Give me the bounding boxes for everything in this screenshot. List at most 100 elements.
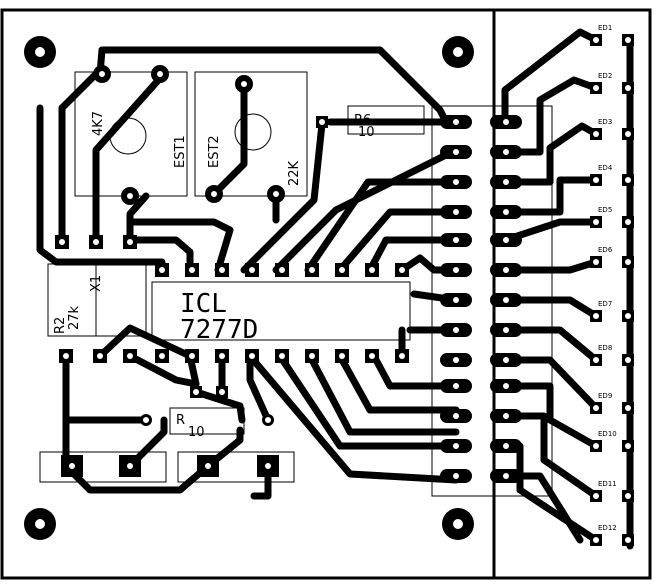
pad-hole [127,193,133,199]
pad-hole [503,383,509,389]
pads [55,34,634,546]
label-r1-value: 10 [188,425,205,440]
led-label: ED9 [598,392,612,400]
pad-hole [249,353,255,359]
pad-hole [593,85,599,91]
pad-hole [211,191,217,197]
pad-hole [127,463,133,469]
pad-hole [625,37,631,43]
pad-hole [503,327,509,333]
pad-hole [453,297,459,303]
pad-hole [503,209,509,215]
pad-hole [265,417,271,423]
pad-hole [241,81,247,87]
label-ic-name: ICL [180,289,227,319]
pad-hole [189,267,195,273]
pad-hole [625,131,631,137]
pad-hole [399,353,405,359]
led-label: ED7 [598,300,612,308]
pad-hole [157,71,163,77]
pad-hole [219,389,225,395]
pad-hole [503,267,509,273]
silkscreen [39,71,553,497]
pad-hole [593,37,599,43]
pad-hole [625,357,631,363]
pad-hole [593,493,599,499]
pad-hole [503,413,509,419]
pad-hole [369,353,375,359]
pad-hole [265,463,271,469]
pad-hole [593,405,599,411]
led-label: ED5 [598,206,612,214]
pad-hole [453,443,459,449]
pad-hole [319,119,325,125]
pad-hole [97,353,103,359]
pad-hole [625,313,631,319]
label-est2: EST2 [207,135,222,168]
pad-hole [453,413,459,419]
label-r6: R6 [354,113,371,128]
pad-hole [503,179,509,185]
label-r1: R [176,413,185,428]
pad-hole [193,389,199,395]
pad-hole [625,537,631,543]
led-label: ED11 [598,480,617,488]
pad-hole [453,473,459,479]
pad-hole [189,353,195,359]
pad-hole [453,179,459,185]
pad-hole [453,357,459,363]
led-label: ED3 [598,118,612,126]
led-label: ED2 [598,72,612,80]
pad-hole [593,259,599,265]
pad-hole [453,149,459,155]
pad-hole [309,267,315,273]
pad-hole [503,443,509,449]
pad-hole [143,417,149,423]
pad-hole [503,357,509,363]
label-r2-value: 27k [67,305,82,330]
pad-hole [593,313,599,319]
pad-hole [593,443,599,449]
pad-hole [59,239,65,245]
pad-hole [625,219,631,225]
pad-hole [593,537,599,543]
pad-hole [63,353,69,359]
pad-hole [339,267,345,273]
pad-hole [99,71,105,77]
pad-hole [453,267,459,273]
pad-hole [503,149,509,155]
pad-hole [159,267,165,273]
pad-hole [625,405,631,411]
pad-hole [453,327,459,333]
board-outline [0,8,652,580]
pad-hole [205,463,211,469]
pad-hole [625,259,631,265]
pad-hole [593,177,599,183]
led-label: ED10 [598,430,617,438]
pad-hole [159,353,165,359]
pad-hole [453,209,459,215]
pad-hole [503,237,509,243]
pad-hole [625,493,631,499]
pad-hole [369,267,375,273]
pad-hole [503,119,509,125]
pad-hole [625,177,631,183]
label-r6-value: 10 [358,125,375,140]
pad-hole [309,353,315,359]
led-label: ED6 [598,246,613,254]
led-label: ED12 [598,524,617,532]
label-pot-22k: 22K [287,160,302,186]
pad-hole [127,353,133,359]
pad-hole [249,267,255,273]
led-label: ED1 [598,24,612,32]
pad-hole [503,473,509,479]
pad-hole [279,267,285,273]
label-est1: EST1 [173,135,188,168]
labels: 4K7 EST1 EST2 22K R6 10 R2 27k X1 ICL 72… [53,111,375,440]
pad-hole [339,353,345,359]
pad-hole [593,131,599,137]
pad-hole [625,85,631,91]
pad-hole [93,239,99,245]
